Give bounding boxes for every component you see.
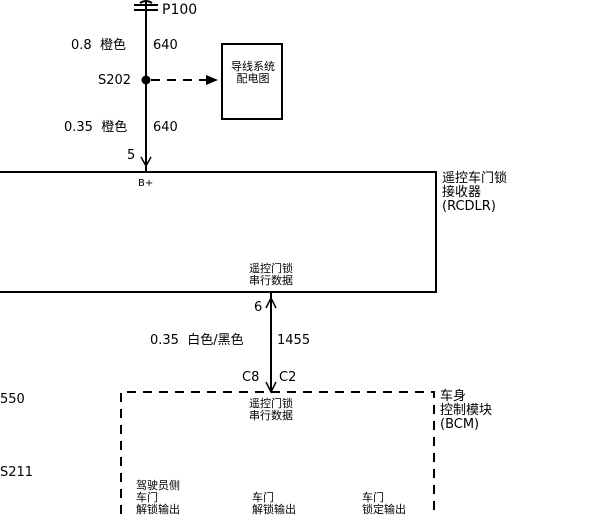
- pin-6-label: 6: [254, 300, 263, 315]
- reference-box-text: 导线系统 配电图: [231, 60, 275, 85]
- reference-arrow-head: [206, 75, 218, 85]
- connector-c2-label: C2: [279, 370, 297, 385]
- connector-c8-label: C8: [242, 370, 260, 385]
- wire-lower-color: 橙色: [101, 120, 128, 135]
- wire-upper-gauge-color: 0.8 橙色: [71, 39, 126, 53]
- wire-upper-color: 橙色: [99, 38, 126, 53]
- bcm-output-door-lock: 车门 锁定输出: [362, 491, 406, 516]
- connector-p100-symbol: [134, 0, 158, 13]
- rcdlr-title: 遥控车门锁 接收器 (RCDLR): [442, 171, 508, 214]
- bcm-box: [120, 391, 435, 514]
- wire-lower-circuit: 640: [153, 120, 178, 135]
- reference-box: [221, 43, 283, 120]
- wire-lower-gauge: 0.35: [64, 120, 93, 135]
- bcm-title: 车身 控制模块 (BCM): [440, 389, 493, 432]
- wire-data-circuit: 1455: [277, 333, 311, 348]
- splice-s202-dot: [141, 75, 151, 85]
- bcm-data-label: 遥控门锁 串行数据: [249, 397, 293, 422]
- wire-data-gauge-color: 0.35 白色/黑色: [150, 333, 244, 348]
- wire-upper-gauge: 0.8: [71, 38, 92, 53]
- b-plus-label: B+: [138, 178, 154, 189]
- rcdlr-data-label: 遥控门锁 串行数据: [249, 262, 293, 287]
- left-label-550: 550: [0, 392, 25, 407]
- connector-p100-label: P100: [162, 2, 198, 18]
- rcdlr-box: [0, 171, 437, 293]
- wire-upper-circuit: 640: [153, 38, 178, 53]
- splice-s202-label: S202: [98, 73, 132, 88]
- pin-5-label: 5: [127, 148, 136, 163]
- bcm-output-door-unlock: 车门 解锁输出: [252, 491, 296, 516]
- wire-lower-gauge-color: 0.35 橙色: [64, 121, 127, 135]
- left-label-s211: S211: [0, 465, 34, 480]
- bcm-output-driver-unlock: 驾驶员侧 车门 解锁输出: [136, 479, 180, 516]
